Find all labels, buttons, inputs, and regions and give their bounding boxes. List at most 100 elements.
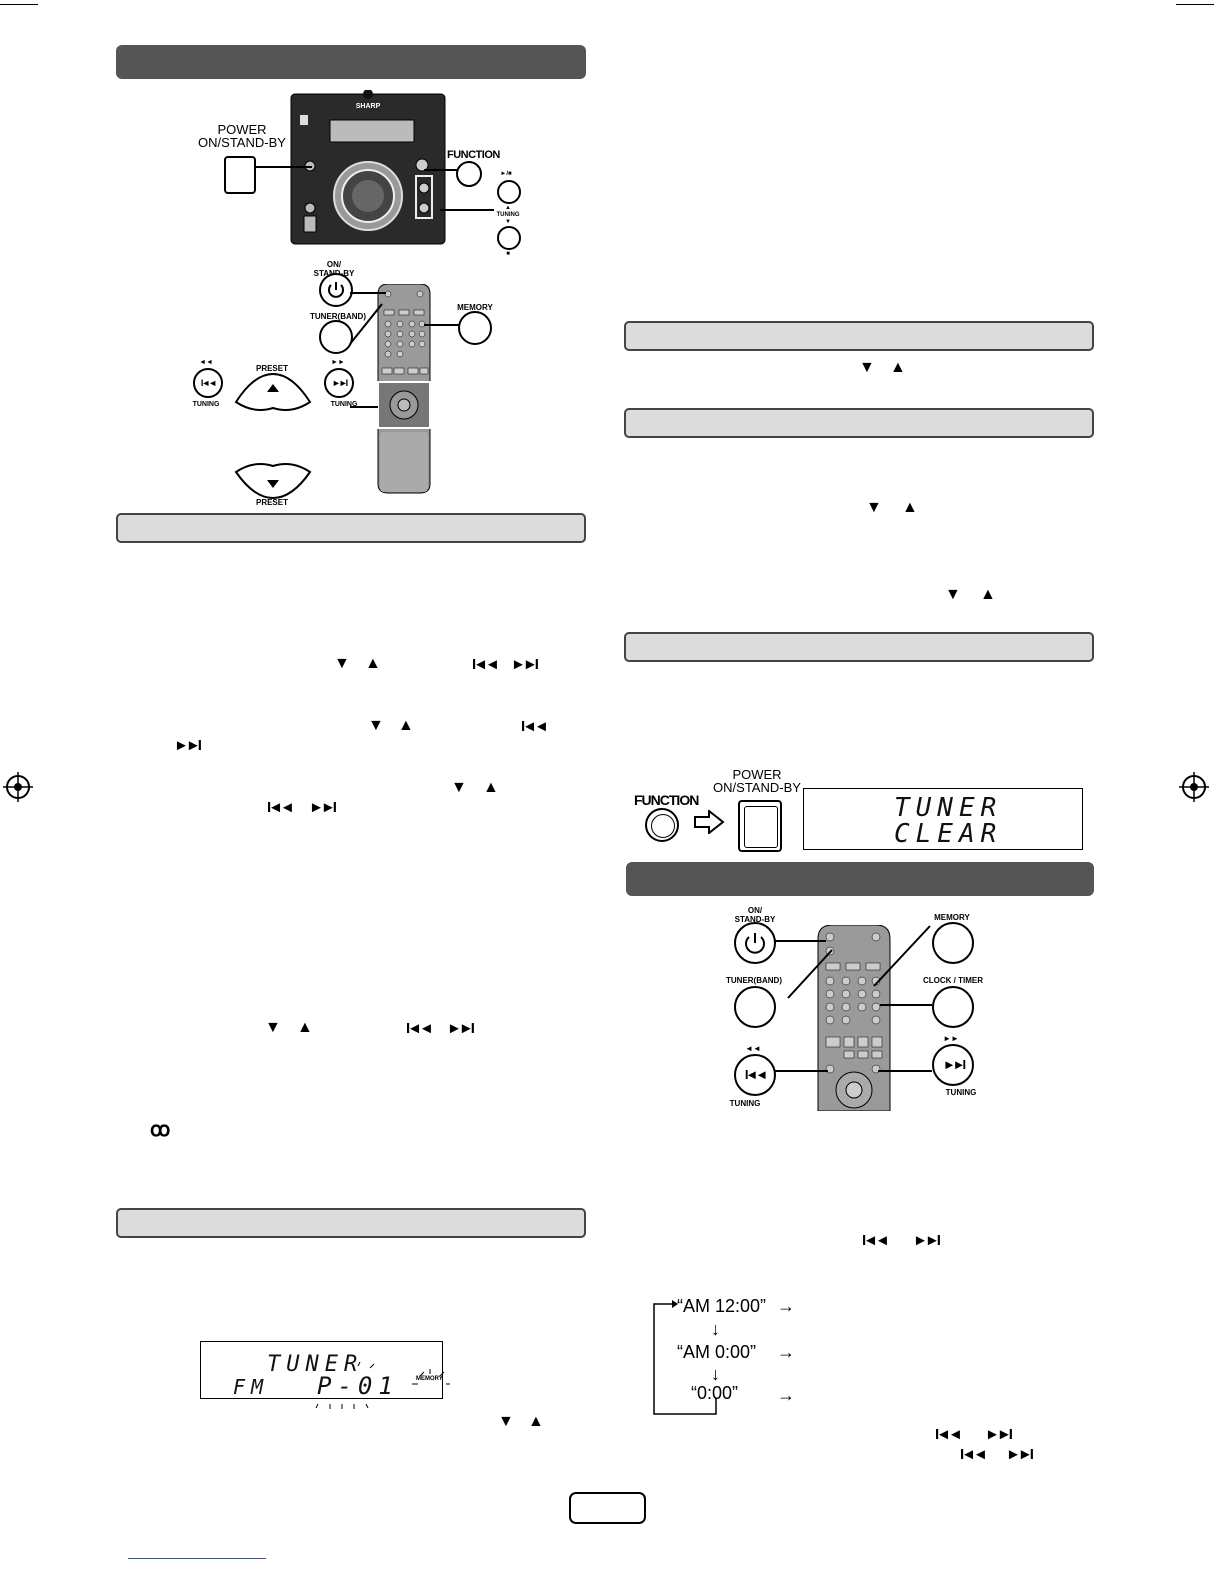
tuner-band-label: TUNER(BAND) (726, 976, 782, 985)
lcd-band: FM (233, 1375, 270, 1399)
page-number-box (569, 1492, 646, 1524)
stop-button[interactable] (497, 226, 521, 250)
up-icon: ▲ (365, 655, 381, 672)
prev-icon: I◄◄ (521, 718, 549, 735)
prev-icon: I◄◄ (862, 1232, 890, 1249)
next-icon: ►►I (1006, 1446, 1034, 1463)
up-icon: ▲ (890, 359, 906, 376)
main-unit-illustration: SHARP (290, 89, 446, 245)
tuning-next-button[interactable]: ►►I (324, 368, 354, 398)
subsection-header-bar (116, 1208, 586, 1238)
flow-arrow-right: → (777, 1385, 795, 1405)
power-on-standby-label: POWER ON/STAND-BY (713, 767, 801, 795)
up-icon: ▲ (483, 779, 499, 796)
leader-line (256, 166, 312, 168)
tuner-band-button[interactable] (319, 320, 353, 354)
remote-power-button[interactable] (319, 273, 353, 307)
registration-mark-icon (1179, 772, 1209, 802)
flow-arrow-right: → (777, 1342, 795, 1362)
next-icon: ►►I (174, 737, 202, 754)
leader-line (787, 949, 833, 999)
play-pause-button[interactable] (497, 180, 521, 204)
tuning-next-button[interactable]: ►►I (932, 1044, 974, 1086)
subsection-header-bar (116, 513, 586, 543)
tuning-label: TUNING (945, 1088, 977, 1097)
memory-lcd-display: TUNER FM P-01 MEMORY (200, 1341, 443, 1400)
brand-logo: SHARP (355, 103, 381, 110)
prev-icon: I◄◄ (960, 1446, 988, 1463)
tuning-prev-button[interactable]: I◄◄ (193, 368, 223, 398)
registration-mark-icon (3, 772, 33, 802)
function-button[interactable] (645, 808, 679, 842)
next-icon: ►►I (913, 1232, 941, 1249)
power-icon (745, 933, 765, 954)
memory-label: MEMORY (934, 913, 970, 922)
subsection-header-bar (624, 408, 1094, 438)
lcd-memory-indicator: MEMORY (416, 1376, 443, 1382)
leader-line (350, 406, 378, 408)
forward-label: ►► (943, 1034, 959, 1043)
up-icon: ▲ (398, 717, 414, 734)
on-standby-label: ON/ STAND-BY (734, 906, 776, 924)
down-icon: ▼ (451, 779, 467, 796)
clock-timer-label: CLOCK / TIMER (923, 976, 983, 985)
leader-line (774, 940, 826, 942)
subsection-header-bar (624, 632, 1094, 662)
clock-format-24h: “0:00” (691, 1383, 739, 1403)
up-icon: ▲ (528, 1413, 544, 1430)
remote-power-button[interactable] (734, 922, 776, 964)
clock-format-12h: “AM 12:00” (677, 1296, 767, 1316)
play-pause-label: ►/■ (500, 171, 512, 177)
down-icon: ▼ (334, 655, 350, 672)
tuning-label: TUNING (192, 401, 220, 408)
power-button[interactable] (224, 156, 256, 194)
tuner-band-label: TUNER(BAND) (310, 312, 366, 321)
preset-up-button[interactable] (234, 372, 312, 412)
crop-mark (0, 4, 38, 5)
forward-label: ►► (331, 359, 345, 366)
down-icon: ▼ (265, 1019, 281, 1036)
memory-button[interactable] (458, 311, 492, 345)
leader-line (880, 1004, 932, 1006)
tuning-label: TUNING (729, 1099, 761, 1108)
leader-line (349, 303, 383, 345)
tuner-band-button[interactable] (734, 986, 776, 1028)
prev-icon: I◄◄ (267, 799, 295, 816)
memory-button[interactable] (932, 922, 974, 964)
down-icon: ▼ (945, 586, 961, 603)
down-icon: ▼ (859, 359, 875, 376)
next-icon: ►►I (511, 656, 539, 673)
clock-timer-button[interactable] (932, 986, 974, 1028)
next-icon: ►►I (309, 799, 337, 816)
remote-control-illustration (816, 924, 892, 1112)
leader-line (878, 1070, 932, 1072)
up-icon: ▲ (297, 1019, 313, 1036)
tuning-prev-button[interactable]: I◄◄ (734, 1054, 776, 1096)
flow-arrow-down: ↓ (711, 1364, 720, 1384)
section-header-bar (626, 862, 1094, 896)
subsection-header-bar (624, 321, 1094, 351)
down-icon: ▼ (368, 717, 384, 734)
next-icon: ►►I (985, 1426, 1013, 1443)
prev-icon: I◄◄ (935, 1426, 963, 1443)
blink-marks-icon (315, 1362, 450, 1409)
flow-arrow-right: → (777, 1296, 795, 1316)
lcd-preset: P-01 (317, 1372, 399, 1400)
down-icon: ▼ (498, 1413, 514, 1430)
leader-line (440, 209, 494, 211)
clock-format-am-0: “AM 0:00” (677, 1342, 757, 1362)
leader-line (350, 292, 386, 294)
crop-mark (1176, 4, 1214, 5)
function-button[interactable] (456, 161, 482, 187)
prev-icon: I◄◄ (406, 1020, 434, 1037)
power-button[interactable] (738, 800, 782, 852)
stereo-icon: ꝏ (150, 1119, 171, 1141)
power-icon (328, 282, 344, 298)
rewind-label: ◄◄ (199, 359, 213, 366)
preset-down-button[interactable] (234, 462, 312, 500)
arrow-right-icon (694, 810, 725, 834)
power-on-standby-label: POWER ON/STAND-BY (198, 122, 286, 150)
lcd-line-clear: CLEAR (894, 819, 1003, 849)
lcd-line-tuner: TUNER (267, 1352, 364, 1377)
tuning-down-label: ▼ (505, 219, 511, 225)
